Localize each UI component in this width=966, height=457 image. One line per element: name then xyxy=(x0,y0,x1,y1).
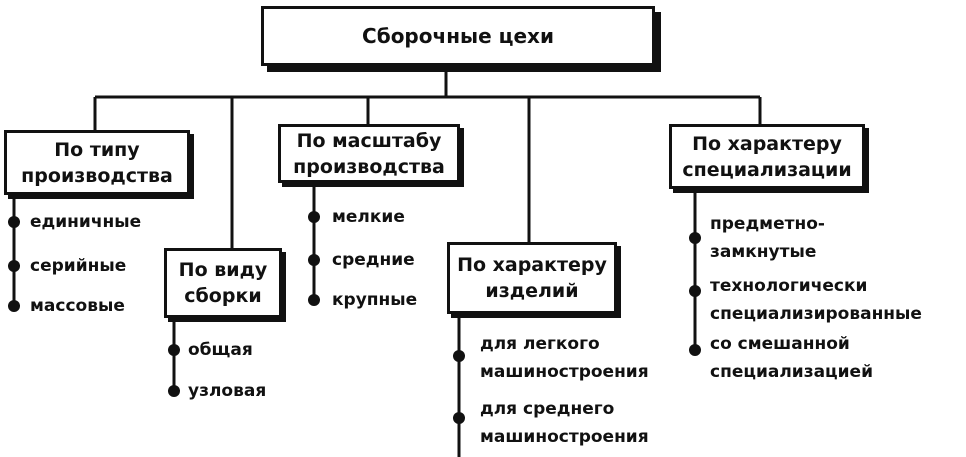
list-item: со смешанной специализацией xyxy=(710,334,874,382)
list-item: средние xyxy=(332,250,415,270)
bullet-dot xyxy=(308,294,320,306)
category-node-product-character: По характеру изделий xyxy=(447,242,617,314)
bullet-dot xyxy=(308,211,320,223)
list-item: крупные xyxy=(332,290,418,310)
category-node-specialization: По характеру специализации xyxy=(669,124,865,189)
category-node-production-type: По типу производства xyxy=(4,130,190,195)
list-item: общая xyxy=(188,340,253,360)
list-item: узловая xyxy=(188,381,267,401)
bullet-dot xyxy=(8,216,20,228)
list-item: мелкие xyxy=(332,207,405,227)
list-item: для легкого машиностроения xyxy=(480,334,649,382)
list-item: для среднего машиностроения xyxy=(480,399,649,447)
bullet-dot xyxy=(8,260,20,272)
bullet-dot xyxy=(168,385,180,397)
bullet-dot xyxy=(8,300,20,312)
category-node-assembly-kind: По виду сборки xyxy=(164,248,282,318)
bullet-dot xyxy=(689,344,701,356)
root-node: Сборочные цехи xyxy=(261,6,655,66)
bullet-dot xyxy=(308,254,320,266)
bullet-dot xyxy=(453,350,465,362)
list-item: предметно- замкнутые xyxy=(710,214,825,262)
bullet-dot xyxy=(689,285,701,297)
list-item: серийные xyxy=(30,256,127,276)
list-item: массовые xyxy=(30,296,125,316)
list-item: единичные xyxy=(30,212,142,232)
category-node-production-scale: По масштабу производства xyxy=(278,124,460,183)
bullet-dot xyxy=(689,232,701,244)
bullet-dot xyxy=(168,344,180,356)
list-item: технологически специализированные xyxy=(710,276,922,324)
bullet-dot xyxy=(453,412,465,424)
